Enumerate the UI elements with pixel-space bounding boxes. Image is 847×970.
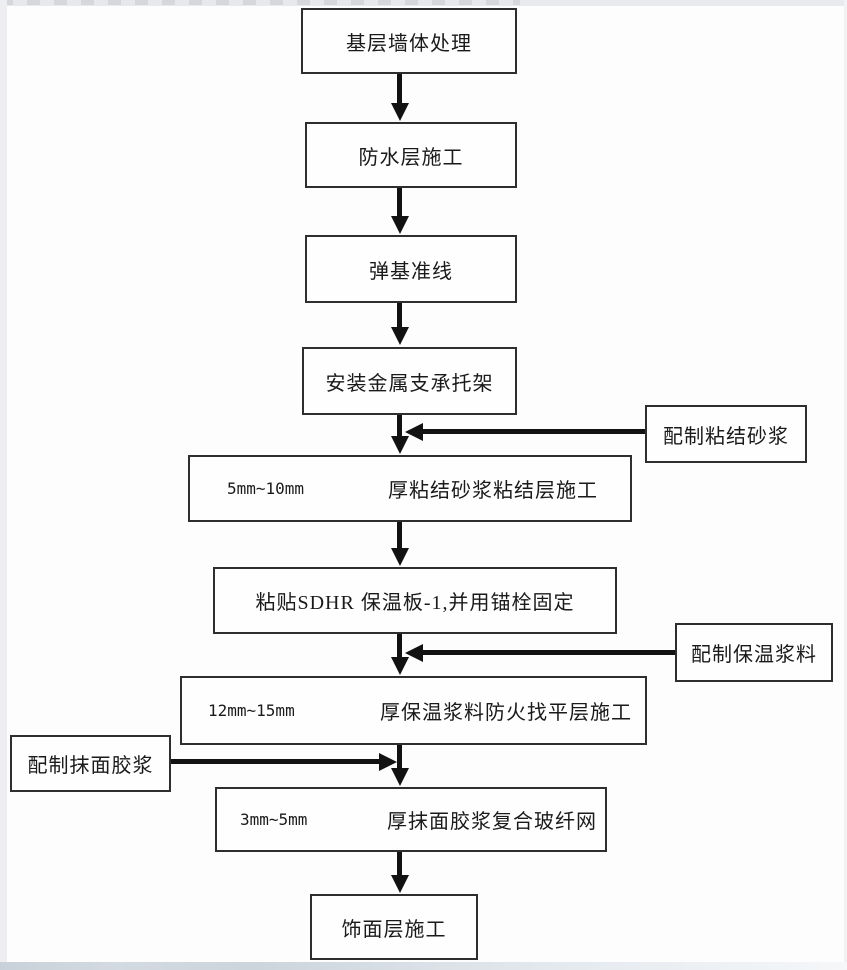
flow-step-label: 基层墙体处理 xyxy=(346,32,472,55)
flow-step-render-coat-fiberglass-mesh: 3mm~5mm 厚抹面胶浆复合玻纤网 xyxy=(215,787,607,852)
flow-step-bonding-mortar-layer: 5mm~10mm 厚粘结砂浆粘结层施工 xyxy=(188,455,632,522)
thickness-value: 12mm~15mm xyxy=(208,701,295,720)
input-prepare-bonding-mortar: 配制粘结砂浆 xyxy=(645,405,807,463)
input-label: 配制保温浆料 xyxy=(691,644,817,666)
flow-step-install-metal-bracket: 安装金属支承托架 xyxy=(302,347,517,415)
thickness-value: 3mm~5mm xyxy=(240,810,308,829)
input-prepare-insulation-slurry: 配制保温浆料 xyxy=(675,623,833,682)
flow-step-label: 厚保温浆料防火找平层施工 xyxy=(380,702,632,724)
scan-edge-left xyxy=(0,0,7,970)
arrow-right-icon xyxy=(171,753,397,771)
arrow-down-icon xyxy=(391,303,409,345)
flow-step-label: 粘贴SDHR 保温板-1,并用锚栓固定 xyxy=(255,592,575,614)
flow-step-waterproof-layer: 防水层施工 xyxy=(305,122,517,188)
arrow-down-icon xyxy=(391,522,409,566)
arrow-down-icon xyxy=(391,745,409,786)
flow-step-label: 防水层施工 xyxy=(358,146,464,169)
arrow-left-icon xyxy=(405,423,645,441)
flow-step-label: 弹基准线 xyxy=(369,260,453,283)
flow-step-label: 厚粘结砂浆粘结层施工 xyxy=(388,480,598,502)
arrow-down-icon xyxy=(391,415,409,454)
thickness-value: 5mm~10mm xyxy=(227,479,305,498)
arrow-down-icon xyxy=(391,74,409,121)
scan-edge-top-texture xyxy=(0,0,520,5)
flow-step-base-wall-treatment: 基层墙体处理 xyxy=(301,8,517,74)
arrow-down-icon xyxy=(391,852,409,893)
flow-step-label: 饰面层施工 xyxy=(341,918,447,941)
arrow-down-icon xyxy=(391,188,409,234)
flow-step-insulation-slurry-leveling: 12mm~15mm 厚保温浆料防火找平层施工 xyxy=(180,676,647,745)
scan-edge-bottom xyxy=(0,962,847,970)
input-label: 配制抹面胶浆 xyxy=(27,755,154,777)
scan-edge-right xyxy=(844,0,847,970)
flow-step-label: 厚抹面胶浆复合玻纤网 xyxy=(387,811,597,833)
input-label: 配制粘结砂浆 xyxy=(663,425,789,448)
arrow-left-icon xyxy=(405,644,675,662)
flow-step-paste-insulation-board: 粘贴SDHR 保温板-1,并用锚栓固定 xyxy=(213,567,617,634)
flow-step-finishing-layer: 饰面层施工 xyxy=(310,894,478,960)
arrow-down-icon xyxy=(391,634,409,675)
flow-step-label: 安装金属支承托架 xyxy=(325,372,494,395)
flow-step-snap-reference-line: 弹基准线 xyxy=(305,235,517,303)
input-prepare-render-adhesive: 配制抹面胶浆 xyxy=(10,735,171,792)
